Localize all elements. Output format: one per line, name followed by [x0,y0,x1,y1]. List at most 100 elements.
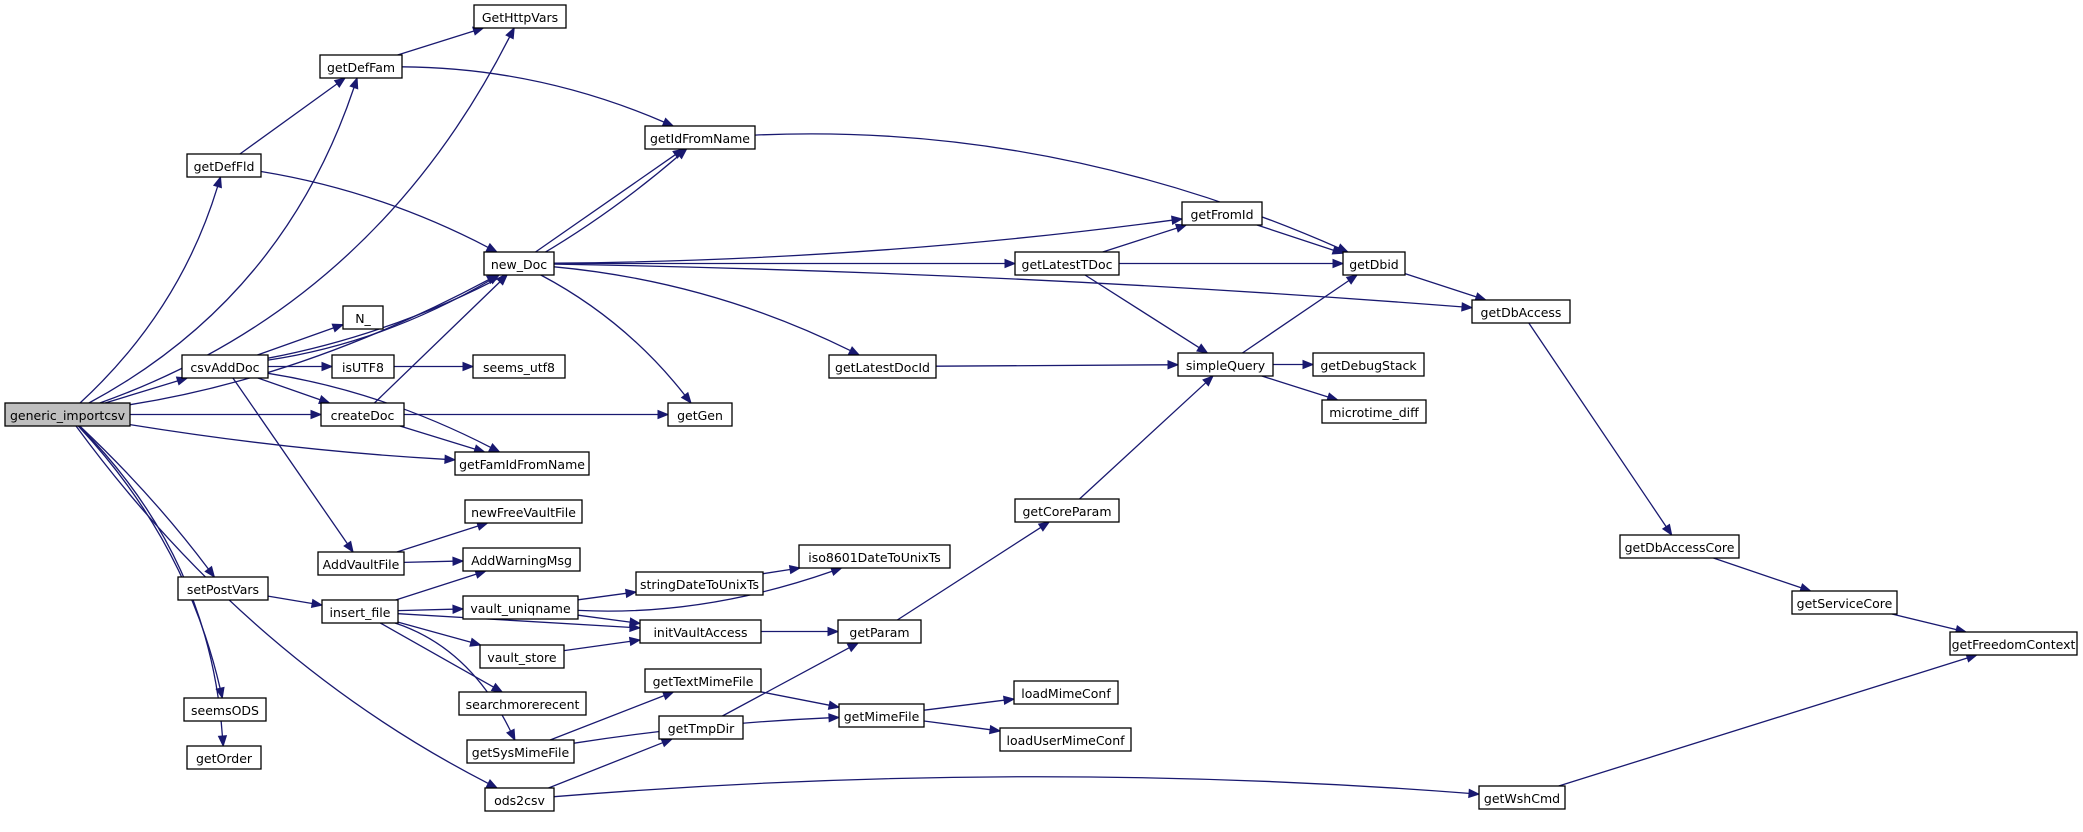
node-generic_importcsv[interactable]: generic_importcsv [4,402,131,427]
arrowhead-getFromId-to-getDbid [1331,245,1345,255]
edge-insert_file-to-vault_uniqname [397,608,454,612]
node-label-getFromId: getFromId [1190,207,1253,222]
node-getGen[interactable]: getGen [667,402,733,427]
node-vault_uniqname[interactable]: vault_uniqname [462,595,579,620]
node-searchmorerecent[interactable]: searchmorerecent [458,691,587,716]
node-box-AddWarningMsg [462,547,581,572]
node-initVaultAccess[interactable]: initVaultAccess [639,619,762,644]
node-box-getLatestDocId [828,354,937,379]
node-getDbAccessCore[interactable]: getDbAccessCore [1619,534,1740,559]
edge-new_Doc-to-getIdFromName [535,154,676,253]
node-label-initVaultAccess: initVaultAccess [653,625,747,640]
node-box-csvAddDoc [181,354,269,379]
edge-getCoreParam-to-simpleQuery [1079,382,1207,500]
node-N_[interactable]: N_ [342,305,384,330]
node-box-getDefFam [319,54,403,79]
node-getOrder[interactable]: getOrder [186,745,262,770]
node-isUTF8[interactable]: isUTF8 [331,354,395,379]
node-box-getDefFld [186,153,262,178]
node-box-insert_file [321,599,399,624]
node-seemsODS[interactable]: seemsODS [183,697,267,722]
edge-ods2csv-to-getTmpDir [548,742,663,789]
node-getServiceCore[interactable]: getServiceCore [1791,590,1898,615]
node-box-newFreeVaultFile [464,499,583,524]
arrowhead-setPostVars-to-insert_file [310,598,324,609]
node-label-createDoc: createDoc [331,408,395,423]
node-microtime_diff[interactable]: microtime_diff [1321,399,1427,424]
node-label-GetHttpVars: GetHttpVars [482,10,558,25]
node-getDefFld[interactable]: getDefFld [186,153,262,178]
node-getMimeFile[interactable]: getMimeFile [838,703,925,728]
node-getWshCmd[interactable]: getWshCmd [1478,785,1566,810]
node-box-loadUserMimeConf [999,727,1132,752]
arrowhead-new_Doc-to-getLatestTDoc [1004,258,1017,269]
node-newFreeVaultFile[interactable]: newFreeVaultFile [464,499,583,524]
node-csvAddDoc[interactable]: csvAddDoc [181,354,269,379]
node-box-isUTF8 [331,354,395,379]
node-getParam[interactable]: getParam [837,619,922,644]
edge-insert_file-to-searchmorerecent [379,622,494,688]
node-simpleQuery[interactable]: simpleQuery [1177,352,1274,377]
node-getDebugStack[interactable]: getDebugStack [1312,352,1425,377]
arrowhead-generic_importcsv-to-getDefFam [349,76,359,90]
node-label-getDebugStack: getDebugStack [1320,358,1417,373]
arrowhead-generic_importcsv-to-seemsODS [215,686,225,700]
arrowhead-generic_importcsv-to-setPostVars [204,565,216,579]
node-label-vault_uniqname: vault_uniqname [470,601,571,616]
node-AddWarningMsg[interactable]: AddWarningMsg [462,547,581,572]
node-getDbid[interactable]: getDbid [1342,251,1406,276]
node-seems_utf8[interactable]: seems_utf8 [472,354,566,379]
node-vault_store[interactable]: vault_store [479,644,565,669]
node-insert_file[interactable]: insert_file [321,599,399,624]
node-getLatestTDoc[interactable]: getLatestTDoc [1014,251,1120,276]
node-loadMimeConf[interactable]: loadMimeConf [1013,680,1119,705]
node-iso8601DateToUnixTs[interactable]: iso8601DateToUnixTs [798,544,951,569]
edge-getSysMimeFile-to-getTextMimeFile [549,694,665,741]
arrowhead-getLatestDocId-to-simpleQuery [1167,360,1180,370]
node-AddVaultFile[interactable]: AddVaultFile [317,551,405,576]
edge-new_Doc-to-getDbAccess [553,263,1463,308]
edge-AddVaultFile-to-newFreeVaultFile [396,525,479,553]
arrowhead-initVaultAccess-to-getParam [827,626,840,637]
node-box-getFamIdFromName [454,451,590,476]
node-box-getIdFromName [644,125,756,150]
edge-getTmpDir-to-getParam [722,647,850,717]
edge-getWshCmd-to-getFreedomContext [1558,657,1968,787]
edge-new_Doc-to-getFromId [553,219,1173,264]
node-getTextMimeFile[interactable]: getTextMimeFile [644,668,762,693]
node-label-getFreedomContext: getFreedomContext [1952,637,2076,652]
node-getFromId[interactable]: getFromId [1181,201,1263,226]
edge-getFromId-to-getDbid [1256,224,1334,251]
node-stringDateToUnixTs[interactable]: stringDateToUnixTs [635,571,764,596]
node-getFreedomContext[interactable]: getFreedomContext [1949,631,2078,656]
node-loadUserMimeConf[interactable]: loadUserMimeConf [999,727,1132,752]
node-new_Doc[interactable]: new_Doc [483,251,555,276]
node-box-getCoreParam [1014,498,1120,523]
edge-getDbid-to-getDbAccess [1404,272,1477,298]
edge-simpleQuery-to-getDbid [1242,280,1350,354]
node-setPostVars[interactable]: setPostVars [177,576,269,601]
node-GetHttpVars[interactable]: GetHttpVars [473,4,567,29]
node-label-getMimeFile: getMimeFile [844,709,920,724]
node-getDefFam[interactable]: getDefFam [319,54,403,79]
arrowhead-getSysMimeFile-to-getMimeFile [828,713,841,723]
arrowhead-getDefFam-to-getIdFromName [661,117,675,127]
node-getLatestDocId[interactable]: getLatestDocId [828,354,937,379]
node-createDoc[interactable]: createDoc [320,402,405,427]
node-label-newFreeVaultFile: newFreeVaultFile [471,505,576,520]
node-getTmpDir[interactable]: getTmpDir [658,715,744,740]
node-label-getDbid: getDbid [1349,257,1399,272]
edge-getMimeFile-to-loadMimeConf [923,699,1005,711]
node-label-isUTF8: isUTF8 [342,360,384,375]
node-getCoreParam[interactable]: getCoreParam [1014,498,1120,523]
node-ods2csv[interactable]: ods2csv [484,787,555,812]
node-getDbAccess[interactable]: getDbAccess [1471,299,1571,324]
node-getIdFromName[interactable]: getIdFromName [644,125,756,150]
node-getSysMimeFile[interactable]: getSysMimeFile [466,739,575,764]
arrowhead-csvAddDoc-to-getFamIdFromName [488,443,501,453]
node-label-getIdFromName: getIdFromName [650,131,750,146]
node-label-getFamIdFromName: getFamIdFromName [459,457,585,472]
arrowhead-vault_store-to-initVaultAccess [628,636,642,647]
edge-new_Doc-to-getGen [540,274,686,396]
node-getFamIdFromName[interactable]: getFamIdFromName [454,451,590,476]
